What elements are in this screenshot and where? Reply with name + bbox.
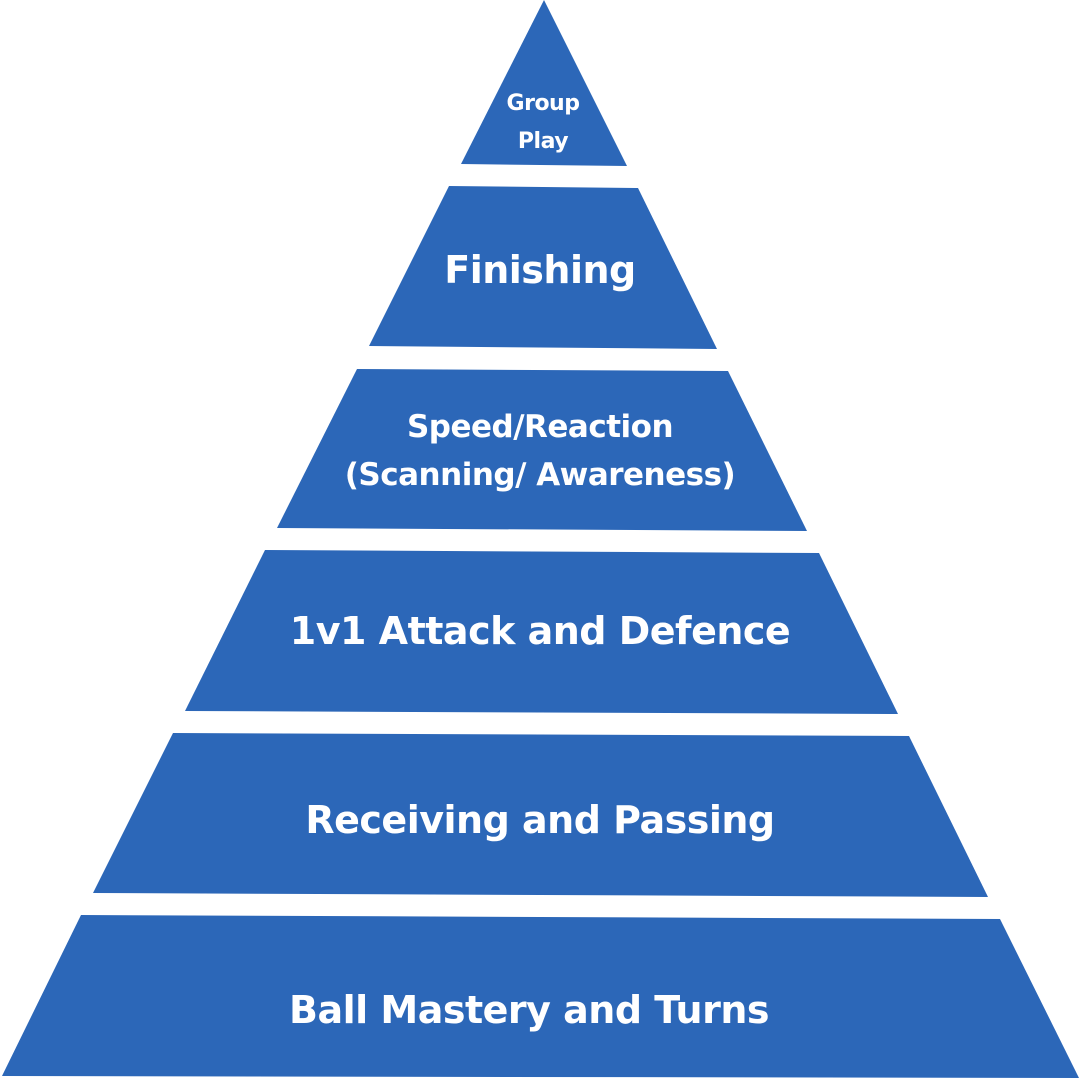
tier-shape-speed-reaction: [277, 369, 807, 531]
tier-label-speed-reaction: Speed/Reaction (Scanning/ Awareness): [344, 409, 736, 493]
tier-shape-group-play: [461, 0, 627, 166]
tier-shape-1v1: [185, 550, 898, 714]
tier-shape-receiving: [93, 733, 988, 897]
tier-label-finishing: Finishing: [444, 248, 636, 292]
tier-label-ball-mastery-turns: Ball Mastery and Turns: [289, 988, 769, 1032]
tier-label-group-play: Group Play: [506, 91, 580, 154]
tier-shape-ball-mastery: [2, 915, 1079, 1078]
tier-shape-finishing: [369, 186, 717, 349]
tier-label-1v1-attack-defence: 1v1 Attack and Defence: [289, 609, 791, 653]
tier-label-receiving-passing: Receiving and Passing: [305, 798, 775, 842]
